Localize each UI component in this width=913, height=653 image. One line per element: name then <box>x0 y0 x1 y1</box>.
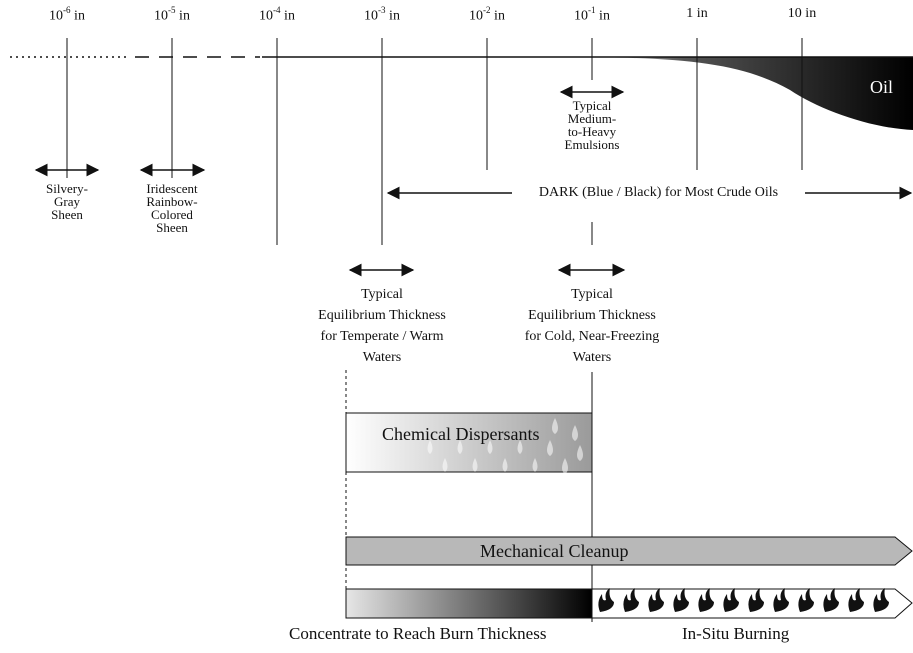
tick-base: 1 <box>686 6 694 21</box>
silvery-sheen-label: Silvery- Gray Sheen <box>27 182 107 221</box>
dispersant-droplets <box>427 418 583 474</box>
tick-unit: in <box>693 6 708 21</box>
tick-label-10: 10 in <box>788 6 816 22</box>
tick-unit: in <box>801 6 817 21</box>
insitu-label: In-Situ Burning <box>682 624 790 643</box>
tick-unit: in <box>595 8 610 24</box>
tick-label-1: 1 in <box>686 6 707 22</box>
label-line: Gray <box>54 194 80 209</box>
tick-unit: in <box>385 8 400 24</box>
tick-base: 10 <box>364 8 379 24</box>
label-line: Medium- <box>567 111 617 126</box>
label-line: Colored <box>151 207 193 222</box>
label-line: Equilibrium Thickness <box>318 308 446 323</box>
tick-unit: in <box>280 8 295 24</box>
flame-icons <box>598 588 889 612</box>
tick-unit: in <box>490 8 505 24</box>
emulsions-label: Typical Medium- to-Heavy Emulsions <box>552 99 632 151</box>
label-line: for Cold, Near-Freezing <box>524 329 660 344</box>
tick-base: 10 <box>259 8 274 24</box>
tick-exp: -5 <box>168 5 176 15</box>
label-line: Sheen <box>51 207 83 222</box>
warm-equilibrium-label: Typical Equilibrium Thickness for Temper… <box>300 284 464 368</box>
concentrate-bar <box>345 588 593 619</box>
dark-oils-label: DARK (Blue / Black) for Most Crude Oils <box>538 185 779 200</box>
tick-base: 10 <box>469 8 484 24</box>
label-line: to-Heavy <box>567 124 617 139</box>
tick-unit: in <box>70 8 85 24</box>
tick-unit: in <box>175 8 190 24</box>
label-line: Emulsions <box>564 137 620 152</box>
iridescent-sheen-label: Iridescent Rainbow- Colored Sheen <box>127 182 217 234</box>
tick-exp: -1 <box>588 5 596 15</box>
mechanical-bar <box>345 536 913 566</box>
tick-label-1e-6: 10-6 in <box>49 5 85 25</box>
tick-base: 10 <box>49 8 64 24</box>
tick-label-1e-4: 10-4 in <box>259 5 295 25</box>
tick-label-1e-5: 10-5 in <box>154 5 190 25</box>
label-line: Equilibrium Thickness <box>528 308 656 323</box>
label-line: for Temperate / Warm <box>320 329 444 344</box>
tick-base: 10 <box>574 8 589 24</box>
label-line: Silvery- <box>46 181 88 196</box>
dispersants-label: Chemical Dispersants <box>382 424 540 444</box>
label-line: Typical <box>572 98 612 113</box>
oil-label: Oil <box>870 77 894 97</box>
tick-base: 10 <box>787 6 802 21</box>
tick-label-1e-2: 10-2 in <box>469 5 505 25</box>
label-line: Iridescent <box>146 181 198 196</box>
tick-base: 10 <box>154 8 169 24</box>
tick-exp: -2 <box>483 5 491 15</box>
label-line: Typical <box>361 287 403 302</box>
label-line: Typical <box>571 287 613 302</box>
label-line: Waters <box>572 350 612 365</box>
tick-exp: -3 <box>378 5 386 15</box>
tick-label-1e-1: 10-1 in <box>574 5 610 25</box>
oil-wedge <box>560 57 913 130</box>
label-line: Sheen <box>156 220 188 235</box>
mechanical-label: Mechanical Cleanup <box>480 541 629 561</box>
label-line: Rainbow- <box>146 194 198 209</box>
concentrate-label: Concentrate to Reach Burn Thickness <box>289 624 547 643</box>
label-line: Waters <box>362 350 402 365</box>
tick-label-1e-3: 10-3 in <box>364 5 400 25</box>
cold-equilibrium-label: Typical Equilibrium Thickness for Cold, … <box>509 284 675 368</box>
tick-exp: -6 <box>63 5 71 15</box>
tick-exp: -4 <box>273 5 281 15</box>
